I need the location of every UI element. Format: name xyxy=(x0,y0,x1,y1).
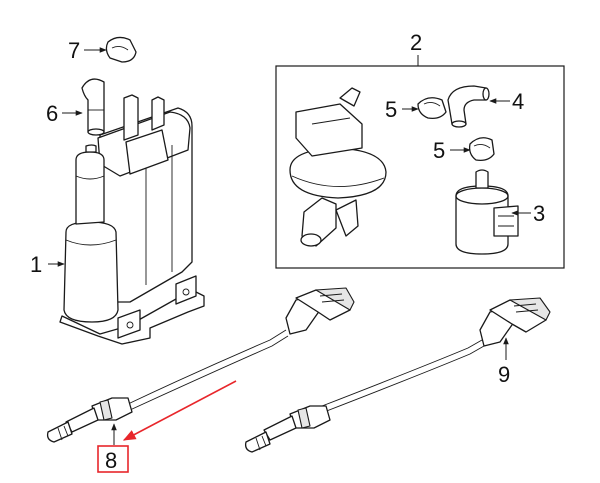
hose-part-4 xyxy=(447,85,490,128)
assembly-box xyxy=(275,65,565,269)
callout-3[interactable]: 3 xyxy=(533,201,545,226)
highlight-box xyxy=(97,445,129,473)
highlight-arrow xyxy=(122,380,237,441)
oxygen-sensor-8 xyxy=(46,287,355,443)
charcoal-canister xyxy=(59,94,205,345)
hose-part-6 xyxy=(81,78,105,136)
oxygen-sensor-9 xyxy=(244,297,551,453)
callout-2[interactable]: 2 xyxy=(410,30,422,55)
clamp-part-5-lower xyxy=(468,137,495,162)
callout-7[interactable]: 7 xyxy=(68,38,80,63)
leader-lines xyxy=(48,47,531,445)
filter-part-3 xyxy=(455,169,519,255)
callout-4[interactable]: 4 xyxy=(512,89,524,114)
callout-8[interactable]: 8 xyxy=(105,448,117,473)
callout-5-lower[interactable]: 5 xyxy=(433,138,445,163)
callout-1[interactable]: 1 xyxy=(30,252,42,277)
clamp-part-5-upper xyxy=(417,97,447,120)
callout-5-upper[interactable]: 5 xyxy=(385,97,397,122)
purge-valve xyxy=(289,87,387,247)
callout-9[interactable]: 9 xyxy=(498,362,510,387)
callout-6[interactable]: 6 xyxy=(46,101,58,126)
clamp-part-7 xyxy=(105,36,137,63)
